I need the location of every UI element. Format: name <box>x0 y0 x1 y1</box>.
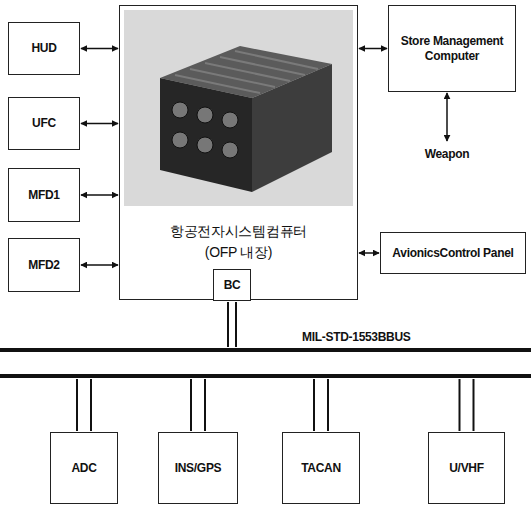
unit-side <box>252 64 332 192</box>
arrow-connector <box>81 264 118 266</box>
bus-stub <box>190 379 192 431</box>
bus-controller-box: BC <box>213 269 251 301</box>
data-bus: MIL-STD-1553BBUS <box>0 348 531 378</box>
node-label: MFD2 <box>28 258 59 272</box>
bus-label: MIL-STD-1553BBUS <box>300 330 413 344</box>
device-box: U/VHF <box>428 432 505 504</box>
device-box: TACAN <box>282 432 360 504</box>
unit-front <box>160 78 252 192</box>
node-label: TACAN <box>301 461 341 475</box>
display-box: UFC <box>8 97 80 150</box>
node-label: 항공전자시스템컴퓨터 (OFP 내장) <box>154 221 324 263</box>
photo-backdrop <box>124 10 353 206</box>
bus-stub <box>204 379 206 431</box>
device-box: INS/GPS <box>158 432 238 504</box>
node-label: AvionicsControl Panel <box>392 246 513 260</box>
arrow-connector <box>81 48 118 50</box>
arrow-connector <box>446 93 448 141</box>
display-box: HUD <box>8 22 80 75</box>
arrow-connector <box>81 194 118 196</box>
node-label: Weapon <box>425 147 470 161</box>
panel-box: AvionicsControl Panel <box>380 232 526 274</box>
bus-stub <box>90 379 92 431</box>
node-label: Store Management Computer <box>397 34 507 63</box>
bus-stub <box>473 379 475 431</box>
unit-fins <box>175 51 318 93</box>
bus-stub <box>327 379 329 431</box>
bus-stub <box>76 379 78 431</box>
bus-stub <box>235 302 237 347</box>
process-box: Store Management Computer <box>388 5 516 92</box>
node-label: BC <box>224 278 241 292</box>
unit-connectors <box>172 102 238 158</box>
node-label: U/VHF <box>449 461 484 475</box>
node-label: UFC <box>32 116 56 130</box>
node-label: HUD <box>31 41 56 55</box>
node-label: INS/GPS <box>175 461 222 475</box>
display-box: MFD2 <box>8 238 80 292</box>
arrow-connector <box>81 123 118 125</box>
weapon-label: Weapon <box>414 142 480 166</box>
node-label: ADC <box>71 461 96 475</box>
bus-stub <box>227 302 229 347</box>
arrow-connector <box>359 48 387 50</box>
arrow-connector <box>359 252 379 254</box>
node-label: MFD1 <box>28 188 59 202</box>
display-box: MFD1 <box>8 168 80 222</box>
device-box: ADC <box>50 432 118 504</box>
bus-stub <box>313 379 315 431</box>
bus-stub <box>459 379 461 431</box>
computer-box: 항공전자시스템컴퓨터 (OFP 내장) BC <box>119 5 358 300</box>
